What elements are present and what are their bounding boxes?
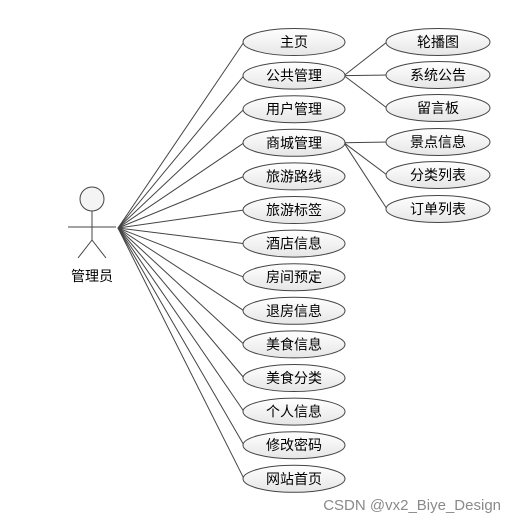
use-case-user: 用户管理 [242,95,346,124]
use-case-ellipse [242,28,346,56]
sub-use-case-ellipse [385,61,491,89]
use-case-ellipse [242,162,346,191]
association-line [117,227,245,278]
use-case-ellipse [242,95,346,124]
association-line [117,108,245,229]
use-case-ellipse [242,364,346,392]
association-line [117,41,245,229]
use-case-ellipse [242,431,346,460]
association-line [117,227,245,379]
association-line [117,227,245,480]
sub-use-case-label: 轮播图 [417,35,459,51]
use-case-label: 商城管理 [266,136,322,152]
use-case-label: 旅游路线 [266,169,322,185]
use-case-public: 公共管理 [242,61,346,90]
use-case-hotel: 酒店信息 [242,229,346,258]
sub-use-case: 系统公告 [385,61,491,89]
use-case-food: 美食信息 [242,330,346,359]
use-case-ellipse [242,296,346,325]
actor-right-leg [91,239,107,259]
use-case-site-home: 网站首页 [242,464,346,493]
sub-use-case-label: 景点信息 [410,134,466,151]
use-case-label: 公共管理 [266,69,322,85]
association-line [117,227,245,312]
association-line [117,75,245,229]
use-case-profile: 个人信息 [242,397,346,426]
use-case-label: 美食分类 [266,370,322,387]
use-case-ellipse [242,330,346,359]
sub-use-case: 订单列表 [385,195,491,223]
actor-left-leg [77,239,93,259]
use-cases: 主页公共管理用户管理商城管理旅游路线旅游标签酒店信息房间预定退房信息美食信息美食… [242,28,491,493]
use-case-label: 用户管理 [266,101,322,118]
use-case-home: 主页 [242,28,346,56]
sub-use-case-label: 留言板 [417,101,459,117]
use-case-ellipse [242,263,346,292]
sub-use-case-ellipse [385,94,491,122]
use-case-ellipse [242,397,346,426]
sub-use-case-ellipse [385,28,491,56]
association-line [117,227,245,245]
use-case-ellipse [242,229,346,258]
association-line [117,227,245,412]
association-line [117,227,245,446]
sub-use-case-label: 系统公告 [410,68,466,84]
association-line [117,175,245,229]
use-case-mall: 商城管理 [242,128,346,157]
use-case-label: 修改密码 [266,437,322,454]
sub-use-case-ellipse [385,195,491,223]
sub-use-case: 轮播图 [385,28,491,56]
sub-use-case-ellipse [385,128,491,156]
use-case-label: 网站首页 [266,472,322,488]
use-case-label: 酒店信息 [266,236,322,253]
use-case-label: 个人信息 [266,404,322,421]
watermark: CSDN @vx2_Biye_Design [323,497,501,514]
sub-use-case-label: 分类列表 [410,168,466,184]
include-line [343,74,388,77]
include-line [343,141,388,144]
use-case-route: 旅游路线 [242,162,346,191]
include-line [343,142,388,210]
actor-head [79,186,105,212]
use-case-label: 美食信息 [266,336,322,353]
include-line [343,142,388,176]
use-case-checkout: 退房信息 [242,296,346,325]
association-lines [117,41,388,480]
actor: 管理员 [68,186,116,285]
use-case-label: 房间预定 [266,270,322,286]
use-case-label: 退房信息 [266,303,322,320]
sub-use-case: 分类列表 [385,161,491,189]
use-case-label: 主页 [280,35,308,51]
use-case-food-cat: 美食分类 [242,364,346,392]
use-case-ellipse [242,464,346,493]
include-line [343,41,388,76]
sub-use-case: 景点信息 [385,128,491,156]
use-case-tag: 旅游标签 [242,196,346,224]
sub-use-case-label: 订单列表 [410,202,466,218]
sub-use-case: 留言板 [385,94,491,122]
use-case-ellipse [242,128,346,157]
actor-label: 管理员 [71,269,113,285]
use-case-booking: 房间预定 [242,263,346,292]
association-line [117,227,245,345]
association-line [117,142,245,229]
use-case-label: 旅游标签 [266,202,322,219]
use-case-password: 修改密码 [242,431,346,460]
use-case-ellipse [242,196,346,224]
use-case-ellipse [242,61,346,90]
association-line [117,209,245,229]
include-line [343,75,388,109]
sub-use-case-ellipse [385,161,491,189]
